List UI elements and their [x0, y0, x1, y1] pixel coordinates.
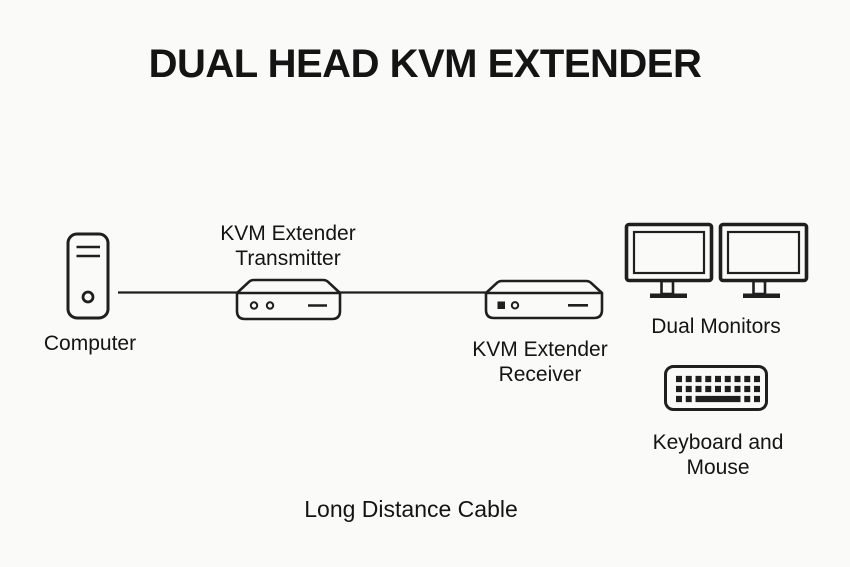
- diagram-title: DUAL HEAD KVM EXTENDER: [148, 42, 702, 86]
- keyboard-mouse-label: Keyboard and Mouse: [652, 431, 784, 479]
- keyboard-icon: [664, 365, 768, 411]
- monitor-icon: [624, 222, 714, 299]
- kvm-receiver-box-icon: [484, 279, 604, 320]
- dual-monitors-icon: [624, 222, 809, 299]
- cable-label: Long Distance Cable: [304, 496, 518, 522]
- kvm-transmitter-box-icon: [235, 278, 342, 321]
- computer-label: Computer: [43, 332, 137, 355]
- computer-tower-icon: [66, 232, 110, 320]
- receiver-label: KVM Extender Receiver: [472, 338, 608, 386]
- monitor-icon: [718, 222, 809, 299]
- transmitter-label: KVM Extender Transmitter: [220, 222, 356, 270]
- dual-monitors-label: Dual Monitors: [651, 315, 781, 338]
